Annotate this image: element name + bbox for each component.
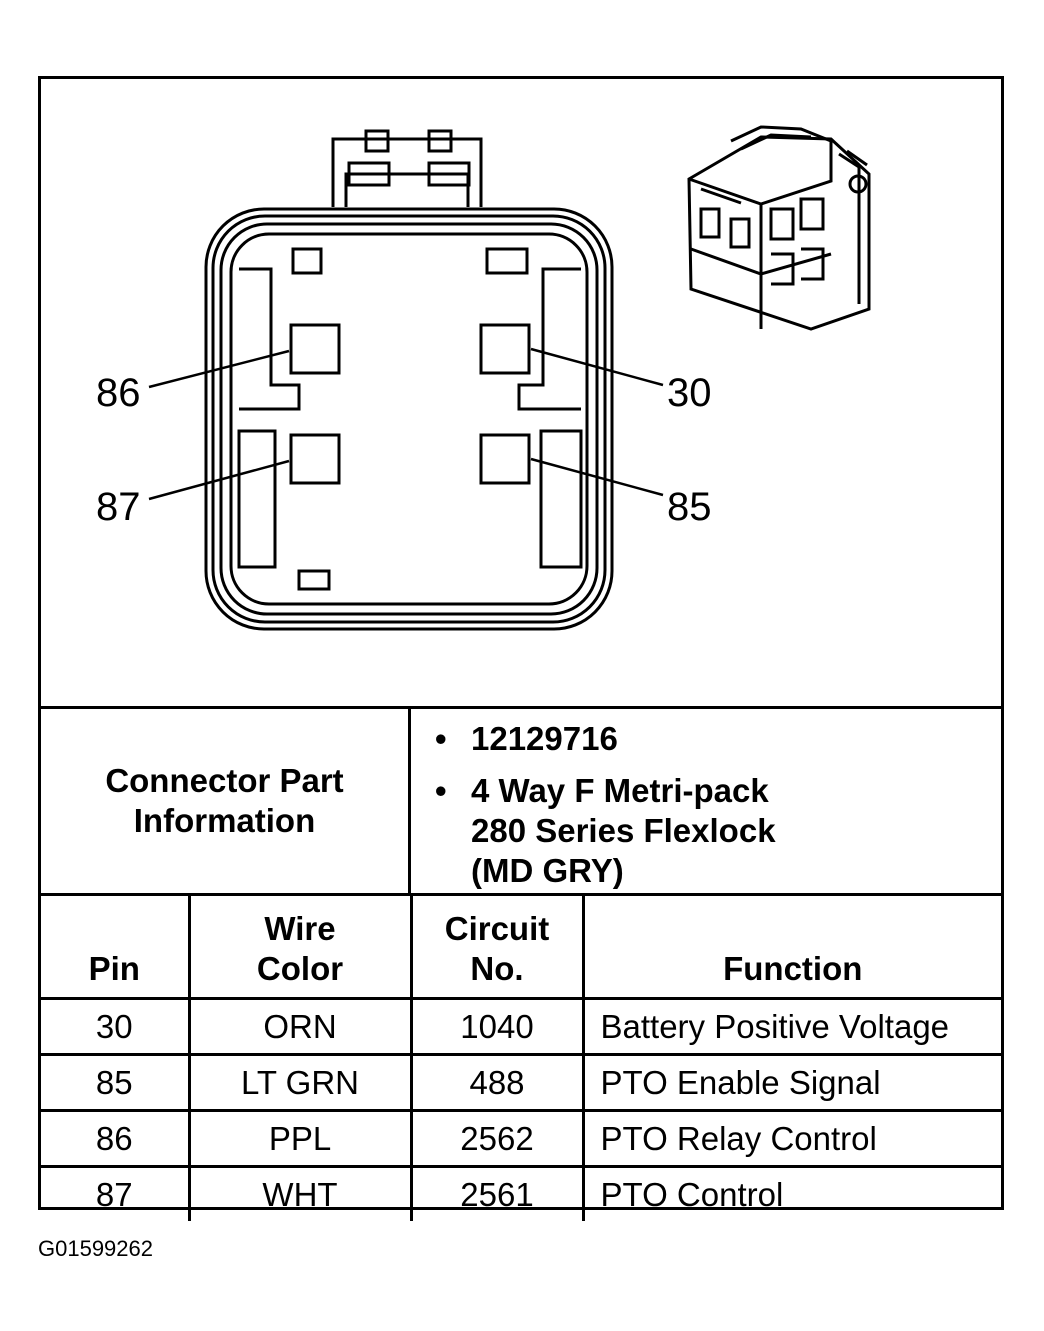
pin-label-87: 87	[96, 485, 141, 529]
cell-wire-color: PPL	[187, 1109, 413, 1168]
part-number: 12129716	[471, 720, 618, 757]
header-circuit-line2: No.	[470, 950, 524, 987]
pin-label-30: 30	[667, 371, 712, 415]
pin-label-85: 85	[667, 485, 712, 529]
connector-info-label-line1: Connector Part	[105, 762, 344, 799]
part-number-item: • 12129716	[435, 719, 618, 759]
connector-housing-inner	[229, 232, 589, 606]
bullet-icon: •	[435, 772, 447, 809]
table-row: 85 LT GRN 488 PTO Enable Signal	[41, 1053, 1001, 1112]
table-row: 30 ORN 1040 Battery Positive Voltage	[41, 997, 1001, 1056]
connector-info-label-line2: Information	[133, 802, 316, 839]
table-header-row: Pin Wire Color Circuit No. Function	[41, 896, 1001, 1000]
cell-pin: 87	[41, 1165, 191, 1221]
part-description-line1: 4 Way F Metri-pack	[471, 772, 769, 809]
terminal-87	[289, 433, 341, 485]
header-wire-color: Wire Color	[187, 896, 413, 1000]
table-row: 86 PPL 2562 PTO Relay Control	[41, 1109, 1001, 1168]
part-description-line2: 280 Series Flexlock	[471, 812, 776, 849]
terminal-85	[479, 433, 531, 485]
part-description-line3: (MD GRY)	[471, 852, 624, 889]
figure-id: G01599262	[38, 1236, 153, 1261]
connector-info-details: • 12129716 • 4 Way F Metri-pack 280 Seri…	[411, 709, 1001, 893]
cell-wire-color: LT GRN	[187, 1053, 413, 1112]
header-pin: Pin	[41, 896, 191, 1000]
cell-function: PTO Enable Signal	[581, 1053, 1001, 1112]
cell-circuit: 2562	[409, 1109, 585, 1168]
table-row: 87 WHT 2561 PTO Control	[41, 1165, 1001, 1221]
header-function: Function	[581, 896, 1001, 1000]
cell-pin: 85	[41, 1053, 191, 1112]
pin-table: Pin Wire Color Circuit No. Function 30 O…	[41, 896, 1001, 1221]
leader-line-86	[148, 349, 290, 389]
connector-isometric-view	[687, 125, 871, 331]
diagram-frame: 86 87 30 85 Connector Part Information •…	[38, 76, 1004, 1221]
cell-function: PTO Control	[581, 1165, 1001, 1221]
pin-label-86: 86	[96, 371, 141, 415]
cell-function: Battery Positive Voltage	[581, 997, 1001, 1056]
header-wire-line2: Color	[256, 950, 344, 987]
connector-info-label: Connector Part Information	[41, 709, 411, 893]
leader-line-85	[530, 457, 664, 497]
cell-wire-color: ORN	[187, 997, 413, 1056]
connector-face-view	[148, 125, 871, 631]
terminal-86	[289, 323, 341, 375]
header-circuit-no: Circuit No.	[409, 896, 585, 1000]
terminal-30	[479, 323, 531, 375]
leader-line-87	[148, 459, 290, 501]
cell-circuit: 488	[409, 1053, 585, 1112]
bullet-icon: •	[435, 720, 447, 757]
leader-line-30	[530, 347, 664, 387]
connector-housing-outer	[204, 207, 614, 631]
cell-circuit: 2561	[409, 1165, 585, 1221]
header-wire-line1: Wire	[264, 910, 336, 947]
cell-pin: 86	[41, 1109, 191, 1168]
cell-wire-color: WHT	[187, 1165, 413, 1221]
cell-function: PTO Relay Control	[581, 1109, 1001, 1168]
connector-latch	[331, 137, 483, 207]
header-circuit-line1: Circuit	[444, 910, 550, 947]
cell-circuit: 1040	[409, 997, 585, 1056]
connector-part-info: Connector Part Information • 12129716 • …	[41, 706, 1001, 896]
part-description-item: • 4 Way F Metri-pack 280 Series Flexlock…	[435, 771, 776, 891]
cell-pin: 30	[41, 997, 191, 1056]
